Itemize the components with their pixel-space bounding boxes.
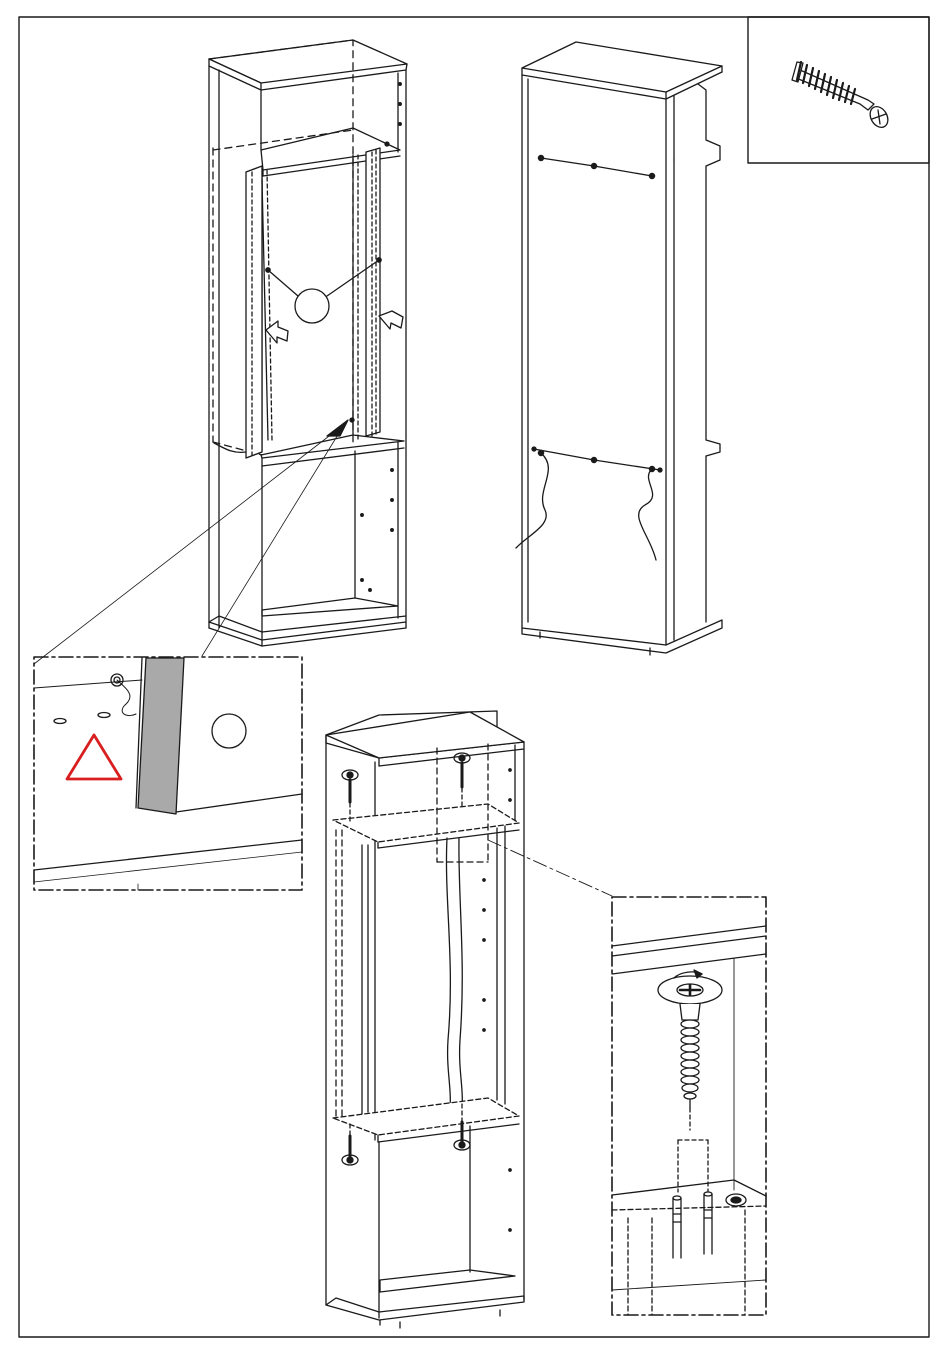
callout-line — [202, 433, 339, 656]
detail-groove-warning — [34, 657, 302, 890]
hardware-screw-callout — [748, 17, 929, 163]
screw-icon — [342, 1124, 358, 1165]
detail-screw-cam — [612, 897, 766, 1315]
glass-panel-marker — [212, 714, 246, 748]
shaded-panel-edge — [138, 658, 184, 814]
screw-icon — [658, 970, 722, 1108]
screw-icon — [342, 770, 358, 822]
warning-triangle-icon — [67, 735, 121, 779]
insertion-arrow-icon — [379, 311, 403, 329]
cabinet-front-figure — [209, 40, 407, 646]
screw-icon — [792, 62, 891, 131]
callout-line — [488, 840, 612, 896]
cabinet-rear-figure — [516, 42, 722, 655]
screw-icon — [454, 753, 470, 808]
cabinet-screw-fixing-figure — [326, 711, 524, 1328]
glass-panel-marker — [295, 289, 329, 323]
